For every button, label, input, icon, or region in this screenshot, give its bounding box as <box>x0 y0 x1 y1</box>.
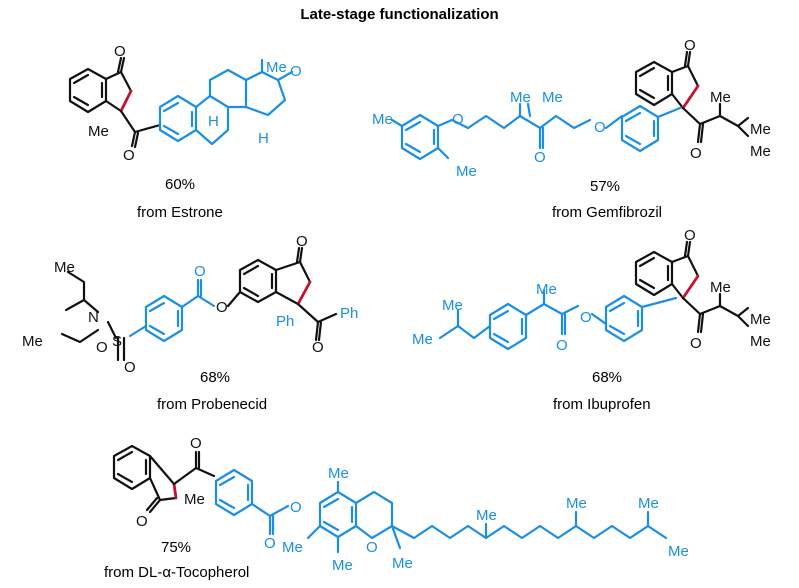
atom-me-label: Me <box>542 89 563 106</box>
source-label: from Probenecid <box>157 396 268 413</box>
atom-me-label: Me <box>510 89 531 106</box>
atom-me-label: Me <box>22 333 43 350</box>
atom-o-label: O <box>690 335 702 352</box>
atom-o-label: O <box>296 233 308 250</box>
source-label: from Estrone <box>137 204 223 221</box>
atom-o-label: O <box>684 37 696 54</box>
atom-me-label: Me <box>476 507 497 524</box>
atom-me-label: Me <box>442 297 463 314</box>
yield-label: 68% <box>200 369 231 386</box>
atom-o-label: O <box>556 337 568 354</box>
yield-label: 57% <box>590 178 621 195</box>
page-title: Late-stage functionalization <box>300 6 499 23</box>
atom-o-label: O <box>216 299 228 316</box>
atom-me-label: Me <box>536 281 557 298</box>
structure-gemfibrozil <box>390 50 750 161</box>
atom-me-label: Me <box>750 311 771 328</box>
atom-o-label: O <box>190 435 202 452</box>
atom-me-label: Me <box>566 495 587 512</box>
atom-me-label: Me <box>750 121 771 138</box>
atom-o-label: O <box>690 145 702 162</box>
atom-me-label: Me <box>392 555 413 572</box>
source-label: from DL-α-Tocopherol <box>104 564 250 581</box>
atom-h-label: H <box>258 130 269 147</box>
structure-probenecid <box>60 246 338 362</box>
atom-o-label: O <box>452 111 464 128</box>
atom-o-label: O <box>684 227 696 244</box>
atom-me-label: Me <box>266 59 287 76</box>
atom-me-label: Me <box>282 539 303 556</box>
atom-ph-label: Ph <box>276 313 294 330</box>
yield-label: 68% <box>592 369 623 386</box>
source-label: from Ibuprofen <box>553 396 651 413</box>
atom-o-label: O <box>124 359 136 376</box>
atom-o-label: O <box>290 63 302 80</box>
atom-ph-label: Ph <box>340 305 358 322</box>
atom-me-label: Me <box>710 89 731 106</box>
atom-me-label: Me <box>750 143 771 160</box>
atom-o-label: O <box>114 43 126 60</box>
atom-o-label: O <box>123 147 135 164</box>
atom-h-label: H <box>208 113 219 130</box>
atom-o-label: O <box>290 499 302 516</box>
atom-me-label: Me <box>412 331 433 348</box>
atom-me-label: Me <box>638 495 659 512</box>
source-label: from Gemfibrozil <box>552 204 663 221</box>
structure-ibuprofen <box>438 240 750 351</box>
atom-me-label: Me <box>710 279 731 296</box>
atom-o-label: O <box>194 263 206 280</box>
atom-me-label: Me <box>750 333 771 350</box>
atom-o-label: O <box>312 339 324 356</box>
atom-me-label: Me <box>668 543 689 560</box>
atom-me-label: Me <box>184 491 205 508</box>
atom-me-label: Me <box>328 465 349 482</box>
atom-s-label: S <box>112 333 122 350</box>
atom-o-label: O <box>580 309 592 326</box>
yield-label: 60% <box>165 176 196 193</box>
structure-tocopherol <box>112 444 668 554</box>
atom-o-label: O <box>96 339 108 356</box>
atom-me-label: Me <box>372 111 393 128</box>
atom-me-label: Me <box>88 123 109 140</box>
atom-o-label: O <box>534 149 546 166</box>
atom-o-label: O <box>136 513 148 530</box>
atom-o-label: O <box>366 539 378 556</box>
structure-estrone <box>68 56 294 149</box>
atom-me-label: Me <box>456 163 477 180</box>
atom-n-label: N <box>88 309 99 326</box>
atom-me-label: Me <box>332 557 353 574</box>
atom-o-label: O <box>594 119 606 136</box>
atom-me-label: Me <box>54 259 75 276</box>
yield-label: 75% <box>161 539 192 556</box>
atom-o-label: O <box>264 535 276 552</box>
